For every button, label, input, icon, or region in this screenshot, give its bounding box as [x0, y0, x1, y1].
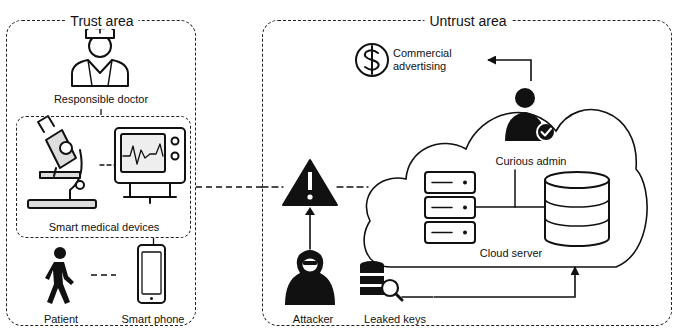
- connector: [100, 109, 101, 116]
- phone-node: Smart phone: [116, 244, 191, 326]
- untrust-region: Untrust areaCommercial advertisingCloud …: [262, 20, 672, 326]
- server-icon: [425, 170, 545, 243]
- advertising-node: Commercial advertising: [353, 39, 488, 83]
- connector: [196, 186, 262, 187]
- doctor-icon: [72, 24, 128, 86]
- trust-region: Trust areaResponsible doctorSmart medica…: [6, 20, 196, 326]
- device-group: Smart medical devices: [16, 116, 191, 238]
- monitor-icon: [115, 128, 185, 203]
- patient-icon: [45, 247, 74, 304]
- dollar-icon: [356, 44, 388, 76]
- warning-icon: [283, 160, 337, 205]
- node-label: Smart medical devices: [49, 221, 160, 234]
- phone-icon: [138, 245, 165, 303]
- microscope-icon: [28, 116, 96, 208]
- cloud-outline: [356, 69, 649, 269]
- database-icon: [545, 172, 609, 246]
- connector: [153, 238, 154, 244]
- node-label: Cloud server: [480, 247, 542, 260]
- region-heading: Trust area: [65, 13, 138, 29]
- attacker-node: Attacker: [276, 251, 351, 327]
- leaked-keys-node: Leaked keys: [356, 256, 434, 327]
- connector: [91, 274, 116, 275]
- connector: [488, 60, 531, 81]
- attacker-icon: [285, 250, 335, 305]
- doctor-node: Responsible doctor: [41, 29, 161, 109]
- node-label: Smart phone: [122, 313, 185, 326]
- node-label: Responsible doctor: [54, 93, 148, 106]
- cloud-shape: Cloud server Curious admin: [356, 69, 649, 269]
- node-label: Leaked keys: [364, 313, 426, 326]
- patient-node: Patient: [31, 246, 91, 326]
- region-heading: Untrust area: [424, 13, 511, 29]
- node-label: Commercial advertising: [393, 47, 485, 72]
- admin-node: Curious admin: [492, 81, 571, 171]
- node-label: Attacker: [293, 313, 333, 326]
- connector: [434, 267, 575, 297]
- node-label: Patient: [44, 313, 78, 326]
- node-label: Curious admin: [496, 155, 567, 168]
- cloud-path: [364, 110, 647, 267]
